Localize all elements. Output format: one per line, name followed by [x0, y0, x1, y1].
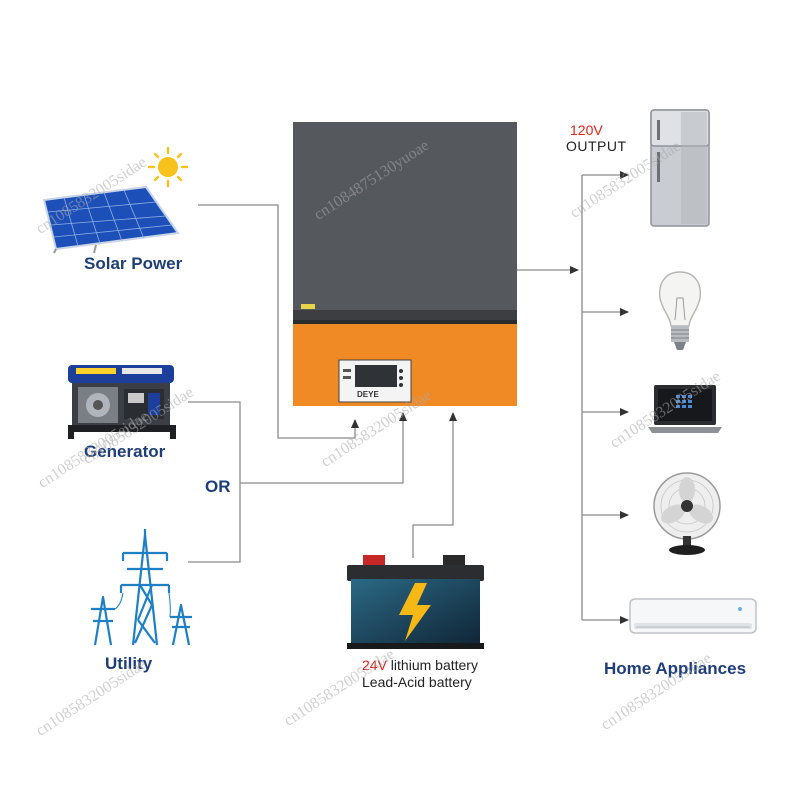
battery-line: [412, 412, 457, 558]
or-label: OR: [205, 477, 231, 496]
light-bulb-icon: [658, 271, 702, 350]
appliance-fan: [650, 470, 725, 558]
or-line: [240, 412, 407, 484]
inverter-unit: DEYE: [293, 122, 517, 406]
air-conditioner-icon: [629, 598, 757, 634]
appliance-refrigerator: [645, 108, 715, 230]
inverter-icon: [293, 122, 517, 406]
appliance-laptop: [646, 383, 724, 435]
inverter-logo: DEYE: [357, 390, 379, 399]
solar-label: Solar Power: [84, 254, 183, 273]
solar-line: [198, 204, 359, 439]
solar-source: [36, 145, 196, 255]
battery-type-1: lithium battery: [386, 657, 478, 673]
output-voltage: 120V: [570, 122, 603, 138]
output-label: OUTPUT: [566, 138, 627, 154]
generator-icon: [68, 365, 176, 439]
home-appliances-label: Home Appliances: [604, 659, 747, 678]
generator-source: [62, 355, 182, 440]
appliance-bulb: [655, 268, 705, 356]
battery-unit: [343, 553, 488, 653]
generator-line: [188, 401, 241, 563]
battery-voltage: 24V: [362, 657, 387, 673]
battery-icon: [347, 555, 484, 649]
generator-label: Generator: [84, 442, 166, 461]
appliance-ac: [628, 597, 758, 639]
laptop-icon: [648, 385, 722, 433]
utility-label: Utility: [105, 654, 153, 673]
power-tower-icon: [91, 529, 192, 646]
refrigerator-icon: [650, 109, 710, 227]
solar-panel-icon: [42, 146, 189, 254]
battery-line2: Lead-Acid battery: [362, 674, 472, 690]
utility-source: [85, 525, 195, 650]
battery-line1: 24V lithium battery: [362, 657, 478, 673]
fan-icon: [653, 472, 721, 555]
